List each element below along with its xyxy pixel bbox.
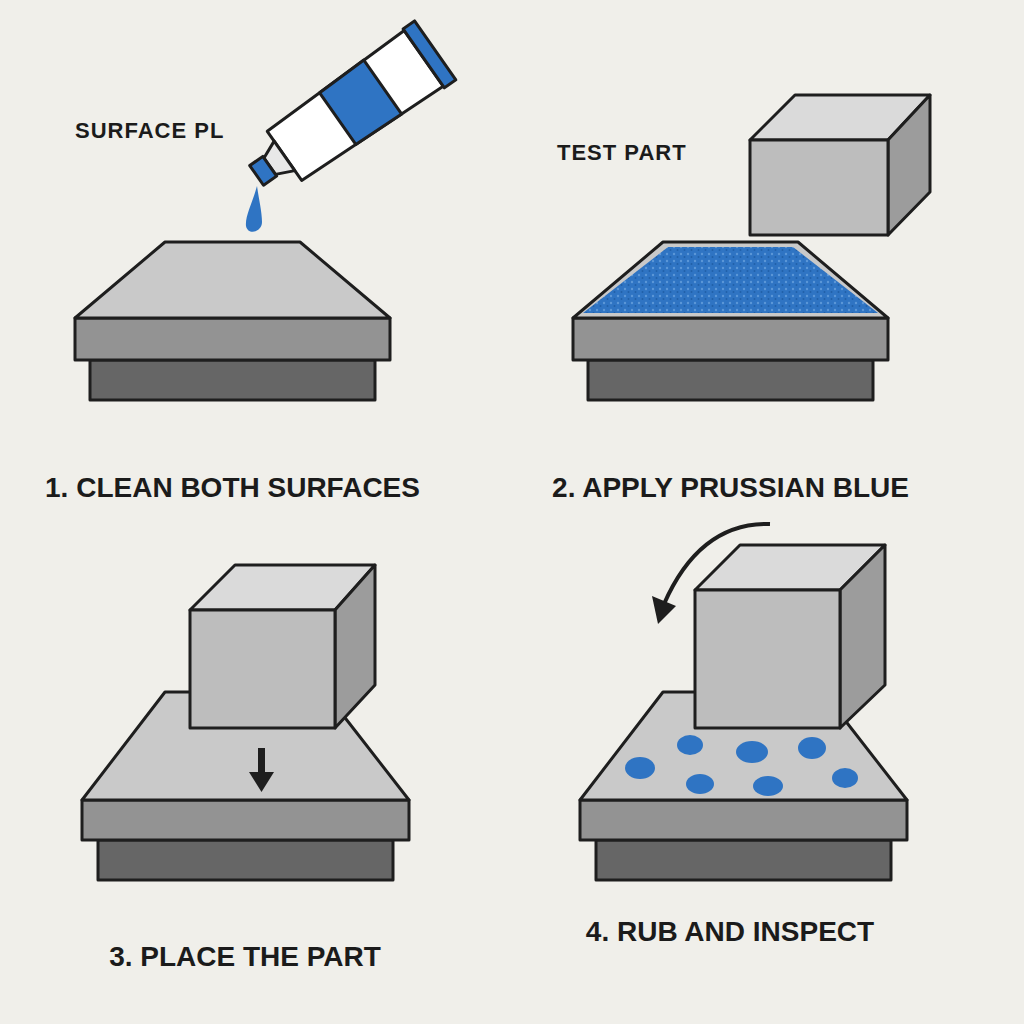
step-caption: 4. RUB AND INSPECT bbox=[495, 916, 965, 948]
surface-plate-blued bbox=[573, 242, 888, 400]
paste-tube bbox=[236, 21, 456, 205]
test-part bbox=[695, 545, 885, 728]
rub-arrow bbox=[652, 524, 770, 624]
part-label: SURFACE PL bbox=[75, 118, 224, 143]
step-caption: 2. APPLY PRUSSIAN BLUE bbox=[498, 472, 963, 504]
surface-plate bbox=[75, 242, 390, 400]
test-part bbox=[190, 565, 375, 728]
paste-drop bbox=[246, 186, 262, 232]
step-caption: 1. CLEAN BOTH SURFACES bbox=[0, 472, 465, 504]
contact-spots bbox=[625, 735, 858, 796]
test-part bbox=[750, 95, 930, 235]
down-arrow bbox=[249, 748, 274, 792]
step-caption: 3. PLACE THE PART bbox=[10, 941, 480, 973]
part-label: TEST PART bbox=[557, 140, 687, 165]
